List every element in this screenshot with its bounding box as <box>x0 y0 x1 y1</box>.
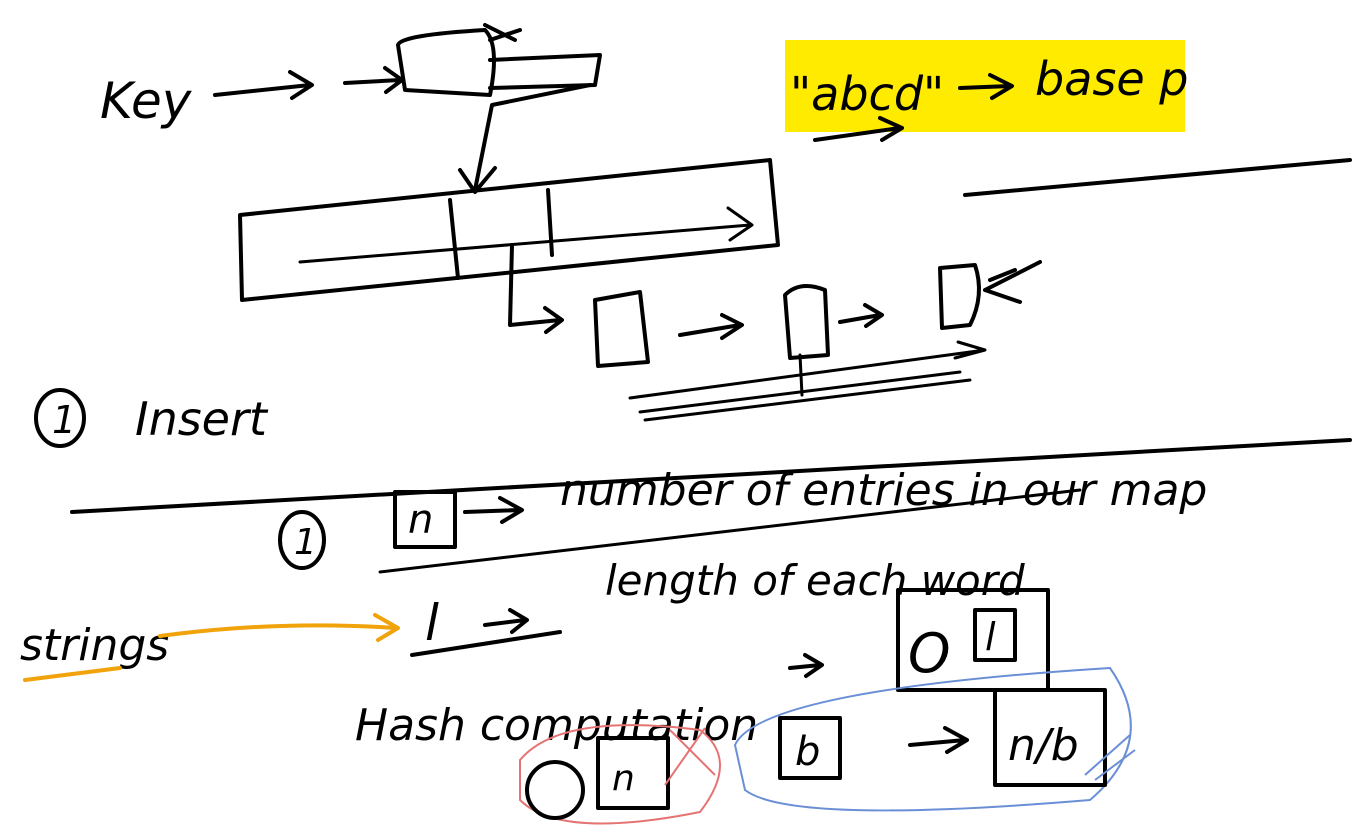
svg-text:b: b <box>795 729 820 775</box>
svg-text:n: n <box>408 497 433 543</box>
svg-text:n: n <box>612 758 635 799</box>
insert-label: Insert <box>135 392 269 446</box>
insert-number: 1 <box>34 388 86 448</box>
linear-search-group: n <box>519 724 721 825</box>
svg-text:1: 1 <box>294 522 317 563</box>
n-arrow <box>463 496 524 524</box>
key-arrow <box>213 66 404 100</box>
abcd-target: base p <box>1035 52 1188 106</box>
chained-list <box>508 243 1042 422</box>
abcd-label: "abcd" <box>790 67 944 121</box>
bucket-load-group: b n/b <box>733 666 1136 812</box>
hash-label: Hash computation <box>355 700 758 751</box>
svg-text:l: l <box>985 615 996 659</box>
hash-function-box <box>396 23 602 97</box>
strings-arrow <box>158 613 400 642</box>
chain-node-3 <box>938 263 981 330</box>
n-box: n <box>393 490 457 549</box>
hash-arrow <box>788 653 824 678</box>
svg-text:1: 1 <box>52 398 76 442</box>
strings-label: strings <box>20 620 169 671</box>
bucket-array <box>238 158 780 302</box>
abcd-arrow <box>958 73 1014 100</box>
svg-text:O: O <box>908 622 951 685</box>
n-description: number of entries in our map <box>560 465 1207 516</box>
key-label: Key <box>100 72 193 130</box>
chain-node-2 <box>783 284 830 360</box>
item1-number: 1 <box>278 510 326 570</box>
hash-to-bucket-arrow <box>458 83 592 194</box>
chain-node-1 <box>593 290 650 368</box>
svg-text:n/b: n/b <box>1008 720 1079 771</box>
hash-complexity-box: O l <box>896 588 1050 692</box>
divider-line-middle <box>70 438 1352 514</box>
divider-line-top <box>963 158 1352 197</box>
l-arrow <box>483 608 529 634</box>
l-description: length of each word <box>605 556 1025 605</box>
l-symbol: l <box>425 594 439 652</box>
